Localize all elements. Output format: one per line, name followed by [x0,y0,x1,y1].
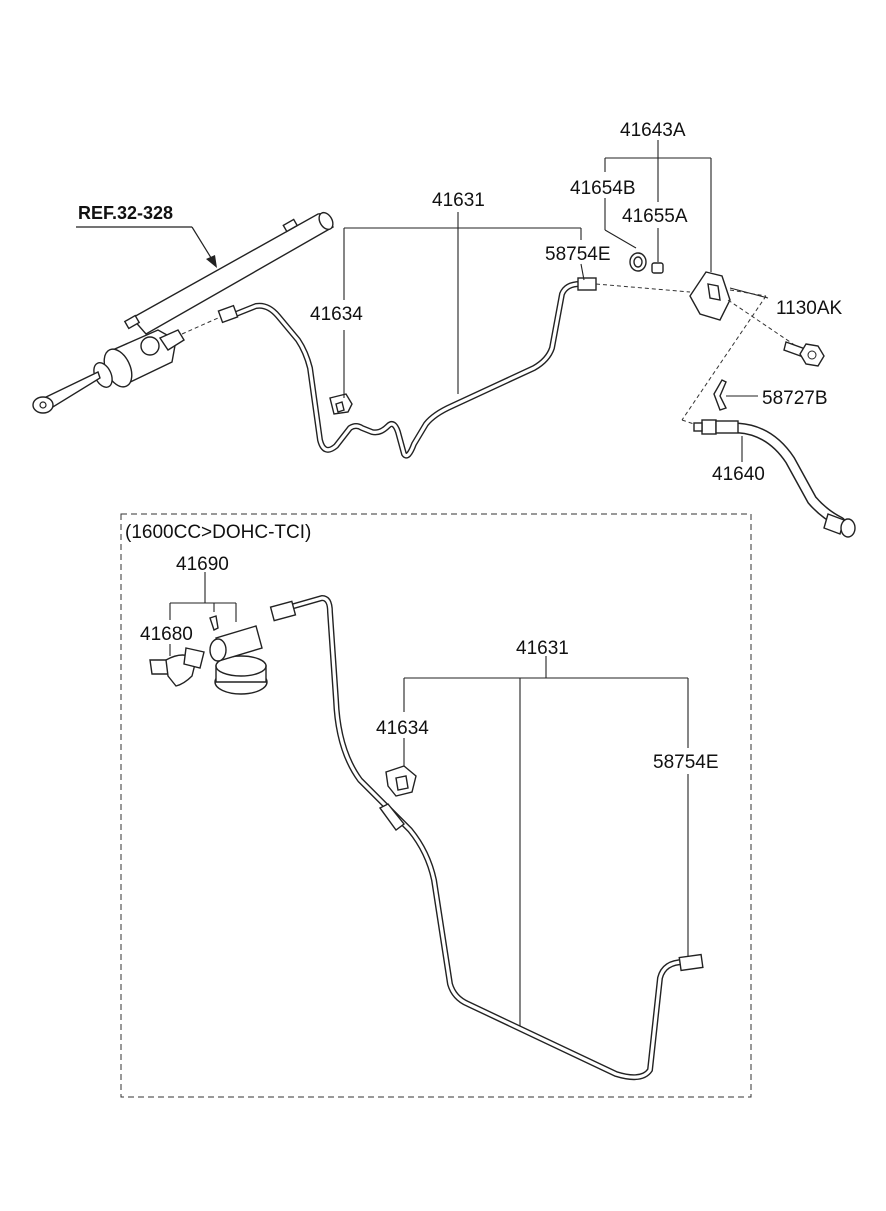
pipe-fitting-right [577,277,597,291]
clevis-hole [39,401,47,409]
ref-callout: REF.32-328 [76,203,217,268]
label-1130AK[interactable]: 1130AK [776,298,843,319]
pipe-bottom-fitting-left [269,600,297,622]
variant-section-caption[interactable]: (1600CC>DOHC-TCI) [125,522,311,543]
bracket-assembly[interactable] [629,252,731,321]
bushing-41654B-hole [633,256,643,268]
label-58727B[interactable]: 58727B [762,388,828,409]
pipe-clip-top[interactable] [329,393,353,415]
reservoir-clip [282,218,299,233]
leader-lines-bottom [169,572,689,1026]
clutch-master-cylinder[interactable] [32,210,336,414]
label-41634-top[interactable]: 41634 [310,304,363,325]
valve-top [215,655,267,677]
hose-41640[interactable] [693,419,856,538]
hose-end-right-ferrule [823,513,845,535]
bracket-to-hose-dash [681,295,767,421]
pipe-clip-bottom[interactable] [385,765,417,797]
clutch-pipe-top[interactable] [217,277,597,459]
fitting-41680[interactable] [149,647,205,687]
variant-section-border [120,513,752,1098]
ref-arrow-line [191,226,214,262]
bracket-right-dash [729,289,767,297]
label-41690[interactable]: 41690 [176,554,229,575]
label-41654B[interactable]: 41654B [570,178,636,199]
cylinder-outlet [158,329,185,351]
bolt-1130AK[interactable] [783,341,825,367]
pipe-bottom-fitting-right [678,953,704,972]
hose-end-left-nut [701,419,717,435]
ref-arrow-head [206,255,217,268]
label-41634-bottom[interactable]: 41634 [376,718,429,739]
label-41655A[interactable]: 41655A [622,206,688,227]
label-41643A[interactable]: 41643A [620,120,686,141]
pipe-to-bracket-dash [595,283,691,293]
pipe-fitting-left [217,304,239,324]
pipe-bottom-sleeve [378,803,405,831]
reservoir-clip-lower [123,314,141,330]
hose-end-left-ferrule [715,420,739,434]
reservoir-cap [318,211,334,231]
label-41631-bottom[interactable]: 41631 [516,638,569,659]
hose-end-left-tip [693,422,703,432]
valve-port [209,638,227,662]
cylinder-port [140,336,160,356]
ref-label[interactable]: REF.32-328 [78,203,173,223]
hose-end-right-nut [840,518,856,538]
collar-41655A [651,262,664,274]
variant-section: (1600CC>DOHC-TCI) [120,513,752,1098]
clip-58727B[interactable] [713,379,727,411]
label-41631-top[interactable]: 41631 [432,190,485,211]
valve-clip [209,615,219,631]
valve-41690[interactable] [209,615,268,695]
bracket-slot [707,283,721,301]
label-41640[interactable]: 41640 [712,464,765,485]
label-58754E-bottom[interactable]: 58754E [653,752,719,773]
master-to-pipe-dash [181,317,219,335]
label-58754E-top[interactable]: 58754E [545,244,611,265]
leader-lines-top [343,140,769,462]
clutch-pipe-bottom[interactable] [269,595,704,1081]
elbow-outlet [183,647,205,669]
label-41680[interactable]: 41680 [140,624,193,645]
